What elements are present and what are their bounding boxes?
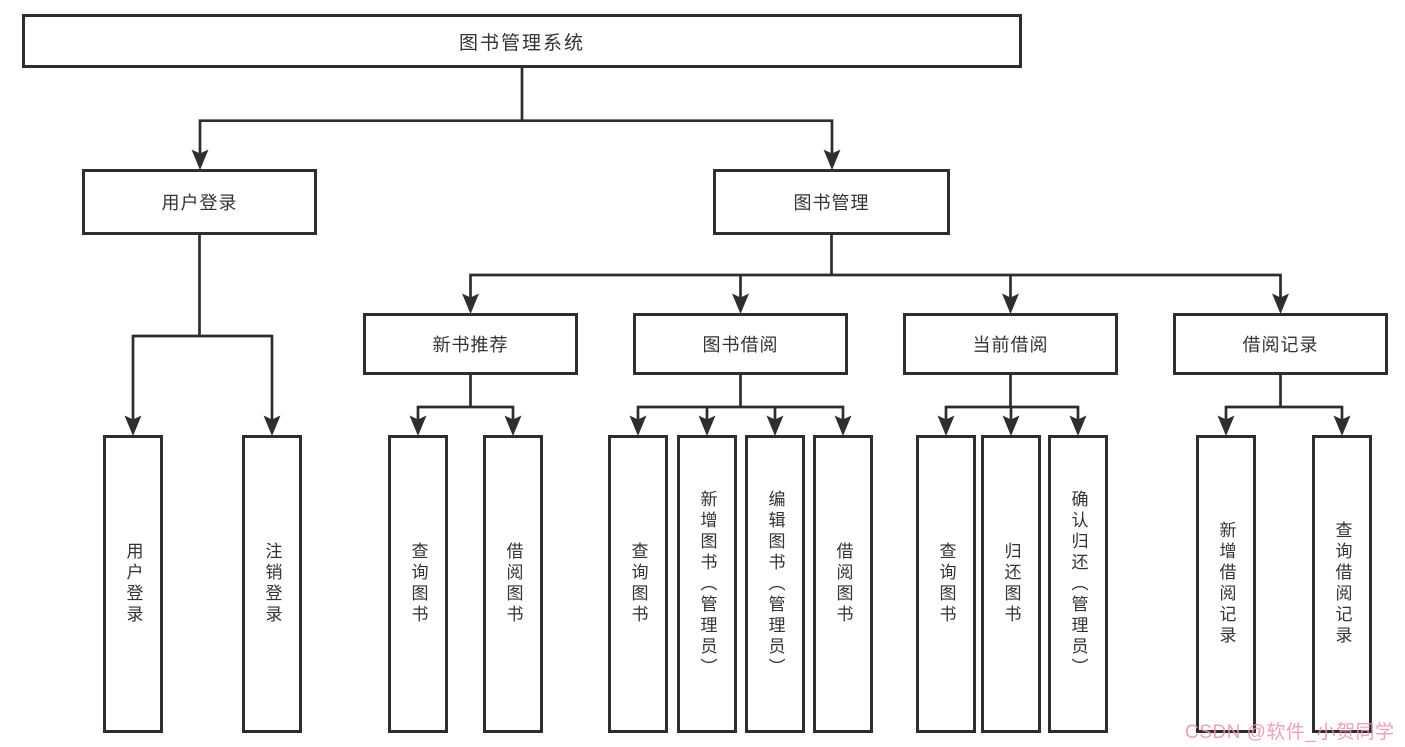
node-label: 新书推荐 (432, 335, 509, 355)
node-book-borrowing: 图书借阅 (633, 313, 848, 375)
leaf-label: 查询图书 (936, 542, 956, 626)
leaf-label: 编辑图书（管理员） (765, 489, 785, 679)
leaf-return-books: 归还图书 (981, 435, 1041, 733)
leaf-label: 查询借阅记录 (1332, 521, 1352, 647)
leaf-label: 借阅图书 (503, 542, 523, 626)
leaf-user-login: 用户登录 (103, 435, 163, 733)
node-library-management-system: 图书管理系统 (22, 14, 1022, 68)
node-label: 图书借阅 (702, 335, 779, 355)
node-borrowing-records: 借阅记录 (1173, 313, 1388, 375)
node-current-borrowing: 当前借阅 (903, 313, 1118, 375)
leaf-borrow-books: 借阅图书 (483, 435, 543, 733)
leaf-query-books: 查询图书 (916, 435, 976, 733)
leaf-add-borrow-record: 新增借阅记录 (1196, 435, 1256, 733)
leaf-query-books: 查询图书 (388, 435, 448, 733)
node-new-book-recommendation: 新书推荐 (363, 313, 578, 375)
node-book-management: 图书管理 (713, 169, 950, 235)
leaf-label: 归还图书 (1001, 542, 1021, 626)
node-label: 用户登录 (161, 193, 238, 213)
node-user-login: 用户登录 (82, 169, 317, 235)
node-label: 图书管理系统 (458, 32, 585, 54)
node-label: 借阅记录 (1242, 335, 1319, 355)
leaf-label: 查询图书 (408, 542, 428, 626)
node-label: 图书管理 (793, 193, 870, 213)
leaf-logout-login: 注销登录 (242, 435, 302, 733)
leaf-label: 新增借阅记录 (1216, 521, 1236, 647)
leaf-query-books: 查询图书 (608, 435, 668, 733)
leaf-confirm-return-admin: 确认归还（管理员） (1048, 435, 1108, 733)
leaf-borrow-books: 借阅图书 (813, 435, 873, 733)
leaf-label: 用户登录 (123, 542, 143, 626)
leaf-label: 新增图书（管理员） (697, 489, 717, 679)
leaf-label: 确认归还（管理员） (1068, 489, 1088, 679)
leaf-label: 借阅图书 (833, 542, 853, 626)
watermark: CSDN @软件_小贺同学 (1185, 722, 1395, 743)
leaf-query-borrow-record: 查询借阅记录 (1312, 435, 1372, 733)
leaf-edit-books-admin: 编辑图书（管理员） (745, 435, 805, 733)
connector-shafts (131, 68, 1344, 420)
leaf-add-books-admin: 新增图书（管理员） (677, 435, 737, 733)
node-label: 当前借阅 (972, 335, 1049, 355)
leaf-label: 查询图书 (628, 542, 648, 626)
leaf-label: 注销登录 (262, 542, 282, 626)
